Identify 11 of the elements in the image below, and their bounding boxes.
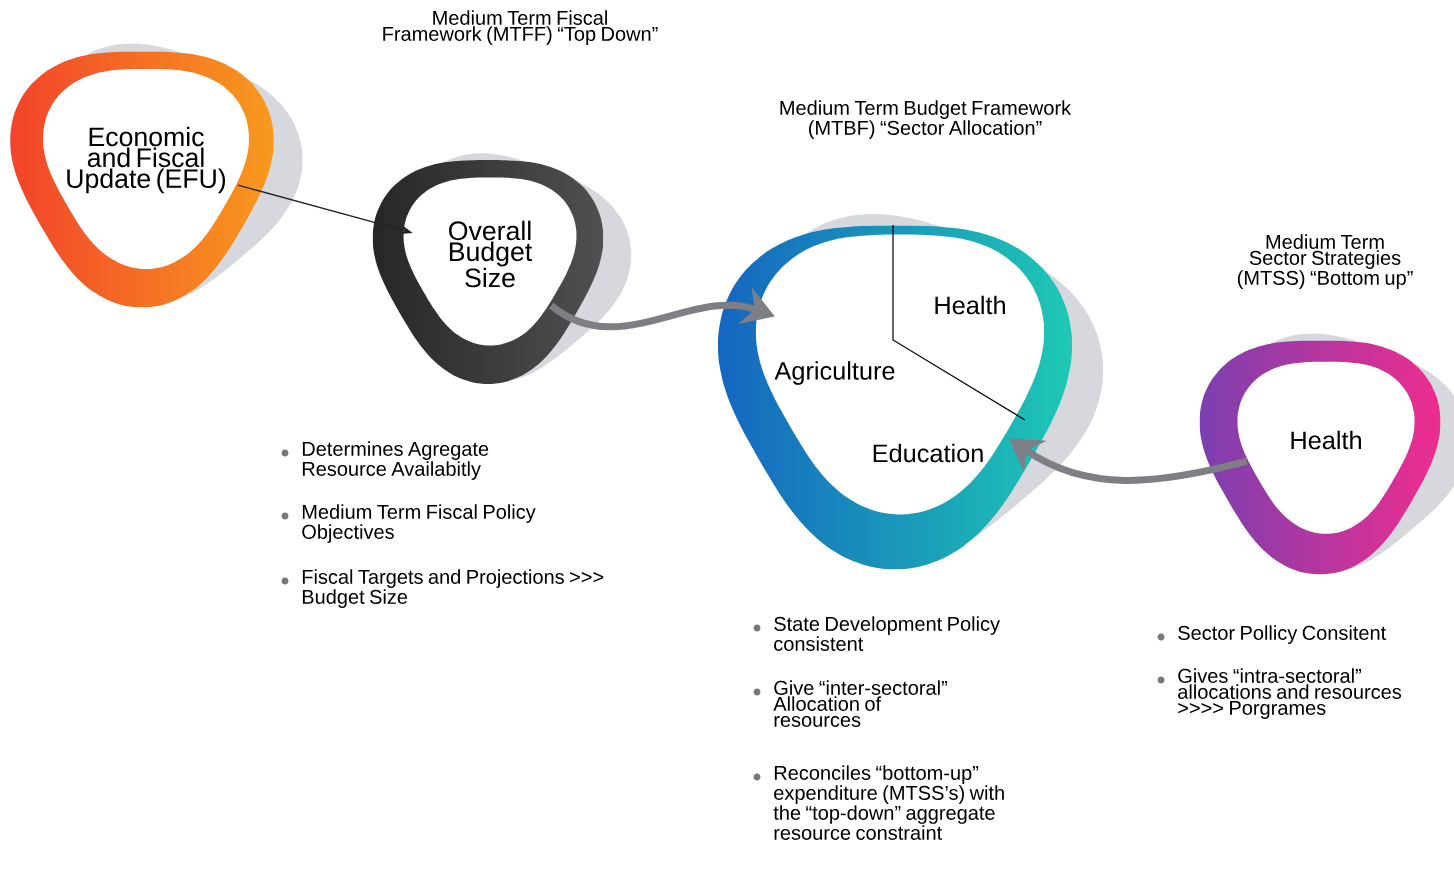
- bullet-text: Sector Pollicy Consitent: [1178, 625, 1387, 644]
- heading: Medium Term Fiscal Framework (MTFF) “Top Down”: [383, 10, 658, 45]
- bullet-text: Fiscal Targets and Projections >>> Budget Size: [302, 569, 604, 608]
- bullet-text: Give “inter-sectoral” Allocation of resources: [773, 680, 947, 727]
- bullet-text: State Development Policy consistent: [774, 616, 1000, 651]
- bullet-text: Gives “intra-sectoral” allocations and resources >>>> Porgrames: [1178, 668, 1402, 719]
- heading: Medium Term Budget Framework (MTBF) “Sector Allocation”: [780, 100, 1072, 139]
- bullet-text: Reconciles “bottom-up” expenditure (MTSS’s) with the “top-down” aggregate resource constraint: [773, 765, 1004, 840]
- bullet-text: Medium Term Fiscal Policy Objectives: [302, 504, 536, 543]
- heading: Medium Term Sector Strategies (MTSS) “Bottom up”: [1237, 234, 1413, 289]
- bullet-text: Determines Agregate Resource Availabitly: [302, 441, 489, 480]
